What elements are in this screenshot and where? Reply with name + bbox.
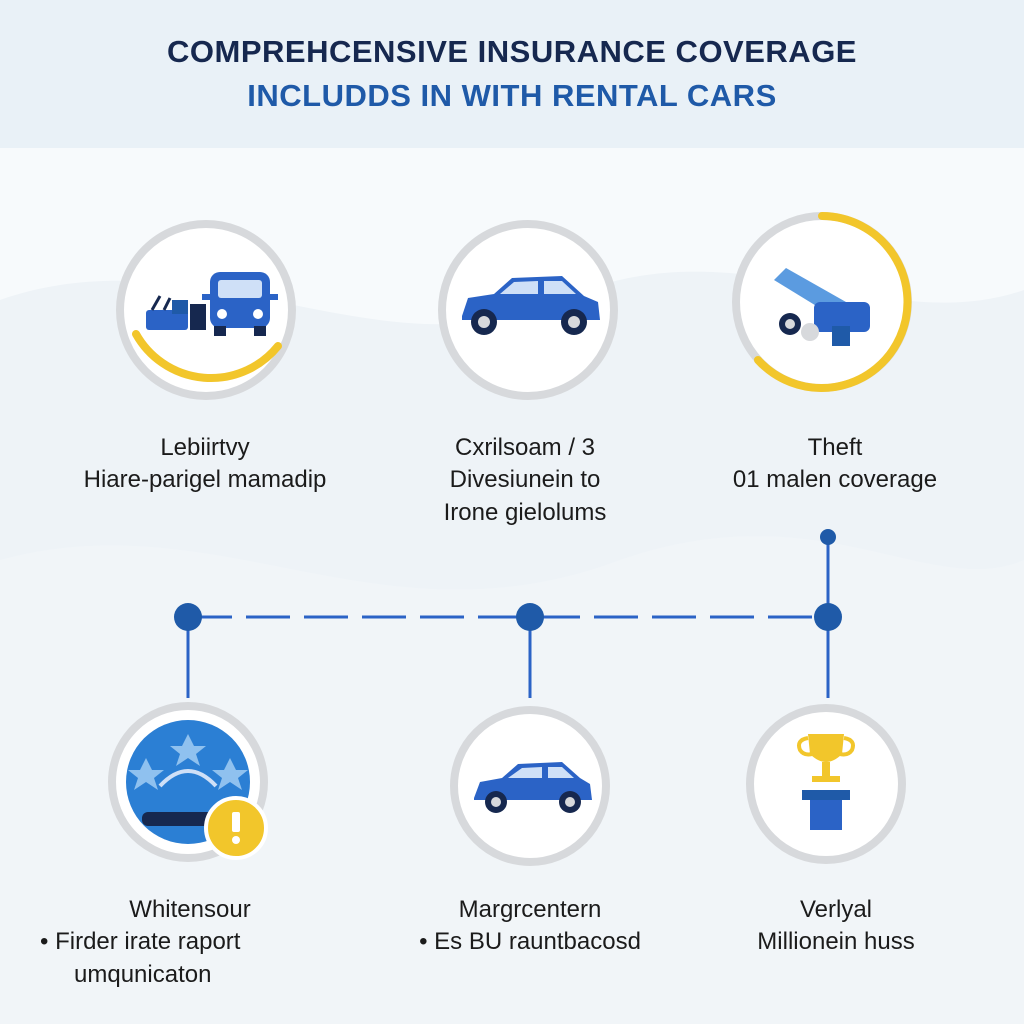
node-margrcentern (446, 702, 614, 870)
label-liability: Lebiirtvy Hiare-parigel mamadip (40, 432, 370, 497)
item-title: Lebiirtvy (160, 434, 250, 461)
node-verlyal (742, 700, 910, 868)
trophy-icon (746, 704, 906, 864)
item-line: Hiare-parigel mamadip (83, 466, 327, 494)
item-line: Irone gielolums (443, 498, 607, 526)
car-icon (438, 220, 618, 400)
item-title: Verlyal (799, 896, 873, 923)
label-verlyal: Verlyal Millionein huss (686, 894, 986, 959)
item-line: Millionein huss (757, 928, 915, 956)
node-liability (112, 216, 300, 404)
item-line: Es BU rauntbacosd (380, 926, 680, 958)
item-title: Whitensour (129, 896, 251, 923)
node-collision (434, 216, 622, 404)
label-theft: Theft 01 malen coverage (690, 432, 980, 497)
connector-dot-left (174, 603, 202, 631)
header: COMPREHCENSIVE INSURANCE COVERAGE INCLUD… (0, 0, 1024, 148)
node-whitensour (106, 700, 274, 868)
label-whitensour: Whitensour Firder irate raport umqunicat… (40, 894, 340, 991)
item-line: umqunicaton (74, 960, 212, 988)
connector-dot-right (814, 603, 842, 631)
tow-truck-icon (732, 212, 912, 392)
item-title: Theft (807, 434, 863, 461)
vehicles-icon (116, 220, 296, 400)
item-line: Divesiunein to (449, 466, 601, 494)
item-line: 01 malen coverage (732, 466, 938, 494)
car-icon (450, 706, 610, 866)
title-line-1: COMPREHCENSIVE INSURANCE COVERAGE (167, 34, 857, 69)
alert-badge-icon (108, 702, 268, 862)
item-title: Margrcentern (458, 896, 602, 923)
item-title: Cxrilsoam / 3 (454, 434, 596, 461)
label-collision: Cxrilsoam / 3 Divesiunein to Irone gielo… (380, 432, 670, 529)
item-line: Firder irate raport (40, 926, 340, 958)
connector-dot-middle (516, 603, 544, 631)
title-line-2: INCLUDDS IN WITH RENTAL CARS (247, 78, 777, 113)
connector-dot-top (820, 529, 836, 545)
label-margrcentern: Margrcentern Es BU rauntbacosd (380, 894, 680, 959)
node-theft (728, 208, 916, 396)
